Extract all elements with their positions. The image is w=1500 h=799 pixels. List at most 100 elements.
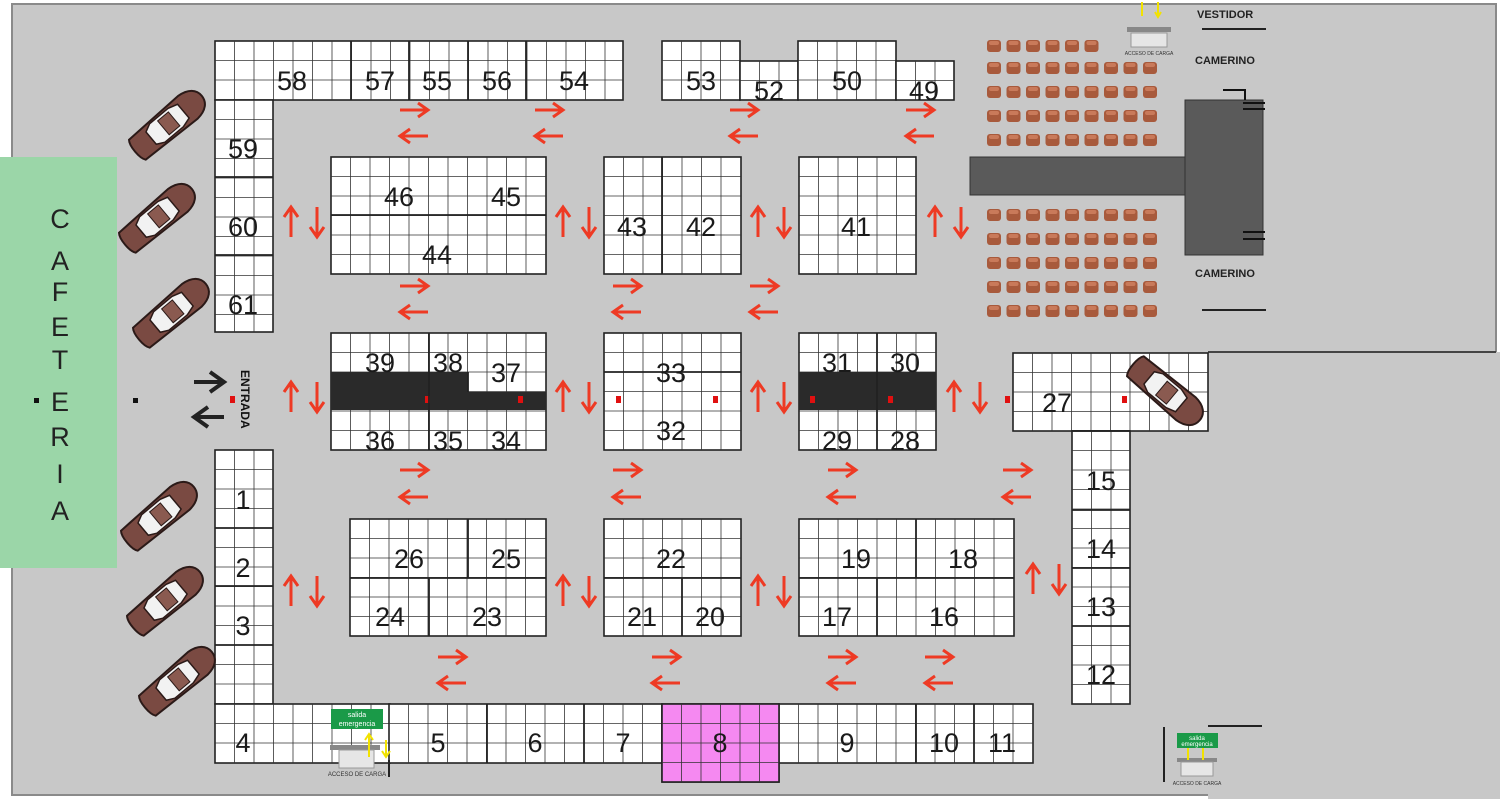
stand-number: 34 [491, 426, 521, 456]
loading-access-top: ACCESO DE CARGA [1125, 2, 1174, 57]
stand-number: 38 [433, 348, 463, 378]
stand-number: 53 [686, 66, 716, 96]
cafeteria-label: C A F E T E R I A [50, 204, 70, 526]
dark-divider [799, 372, 936, 410]
stand-number: 52 [754, 76, 784, 106]
stand-number: 7 [615, 728, 630, 758]
dark-divider [468, 392, 546, 410]
stand-number: 14 [1086, 534, 1116, 564]
stage [969, 89, 1265, 256]
emergency-exit-left: salida emergencia ACCESO DE CARGA [328, 709, 391, 778]
stand-number: 39 [365, 348, 395, 378]
camerino-top-label: CAMERINO [1195, 55, 1255, 67]
stand-number: 43 [617, 212, 647, 242]
entrance-label: ENTRADA [238, 370, 252, 429]
stand-number: 31 [822, 348, 852, 378]
svg-text:E: E [51, 312, 69, 342]
stand-number: 46 [384, 182, 414, 212]
stand-number: 11 [988, 728, 1016, 758]
cafeteria-area [0, 157, 117, 568]
svg-text:salida: salida [348, 712, 366, 719]
stand-number: 54 [559, 66, 589, 96]
stand-number: 4 [235, 728, 250, 758]
svg-text:emergencia: emergencia [339, 721, 376, 728]
svg-text:E: E [51, 387, 69, 417]
stand-number: 27 [1042, 388, 1072, 418]
stand-grid-layer [214, 40, 1209, 783]
stand-number: 3 [235, 611, 250, 641]
stand-block [388, 703, 663, 764]
stand-number: 17 [822, 602, 852, 632]
stand-number: 42 [686, 212, 716, 242]
stand-block [797, 40, 897, 101]
camerino-bottom-label: CAMERINO [1195, 268, 1255, 280]
stand-number: 2 [235, 553, 250, 583]
svg-text:ACCESO DE CARGA: ACCESO DE CARGA [1173, 781, 1222, 787]
stand-number: 9 [839, 728, 854, 758]
stand-number: 16 [929, 602, 959, 632]
stand-number: 15 [1086, 466, 1116, 496]
stand-number: 56 [482, 66, 512, 96]
stand-number: 20 [695, 602, 725, 632]
stand-number: 61 [228, 290, 258, 320]
stand-number: 59 [228, 134, 258, 164]
stand-block [603, 156, 742, 275]
stand-number: 44 [422, 240, 452, 270]
stand-number: 28 [890, 426, 920, 456]
dark-divider [331, 372, 468, 410]
stand-number: 18 [948, 544, 978, 574]
stand-block [214, 99, 274, 333]
stand-number: 58 [277, 66, 307, 96]
vestidor-label: VESTIDOR [1197, 9, 1253, 21]
stand-block [798, 156, 917, 275]
svg-text:ACCESO DE CARGA: ACCESO DE CARGA [1125, 51, 1174, 57]
stand-number: 30 [890, 348, 920, 378]
stand-number: 21 [627, 602, 657, 632]
stand-block [661, 40, 741, 101]
stand-number: 13 [1086, 592, 1116, 622]
stand-block [603, 332, 742, 451]
stand-number: 36 [365, 426, 395, 456]
stand-number: 35 [433, 426, 463, 456]
stand-number: 33 [656, 358, 686, 388]
stand-number: 12 [1086, 660, 1116, 690]
stand-number: 6 [527, 728, 542, 758]
stand-number: 50 [832, 66, 862, 96]
markers [230, 396, 1127, 403]
svg-text:R: R [50, 422, 70, 452]
stand-number: 55 [422, 66, 452, 96]
stand-number: 25 [491, 544, 521, 574]
stand-number: 60 [228, 212, 258, 242]
svg-text:T: T [52, 345, 69, 375]
stand-number: 8 [712, 728, 727, 758]
svg-text:C: C [50, 204, 70, 234]
svg-text:emergencia: emergencia [1181, 742, 1213, 748]
stand-block [895, 60, 955, 101]
stand-number: 5 [430, 728, 445, 758]
emergency-exit-right: salida emergencia ACCESO DE CARGA [1163, 725, 1262, 787]
stand-number: 32 [656, 416, 686, 446]
stand-number: 37 [491, 358, 521, 388]
stand-number: 19 [841, 544, 871, 574]
stand-number: 26 [394, 544, 424, 574]
stand-number: 1 [235, 485, 250, 515]
stand-number: 24 [375, 602, 405, 632]
stand-number: 57 [365, 66, 395, 96]
svg-text:I: I [56, 459, 64, 489]
svg-text:A: A [51, 246, 69, 276]
svg-text:A: A [51, 496, 69, 526]
stand-number: 41 [841, 212, 871, 242]
stand-number: 45 [491, 182, 521, 212]
entrance: ENTRADA [190, 370, 252, 429]
stand-number: 23 [472, 602, 502, 632]
stand-number: 10 [929, 728, 959, 758]
stand-number: 49 [909, 76, 939, 106]
stand-block [214, 40, 624, 101]
stand-number: 29 [822, 426, 852, 456]
stand-8-highlight [661, 703, 780, 783]
svg-text:ACCESO DE CARGA: ACCESO DE CARGA [328, 772, 386, 778]
stand-number: 22 [656, 544, 686, 574]
svg-text:F: F [52, 277, 69, 307]
svg-text:salida: salida [1189, 736, 1205, 742]
